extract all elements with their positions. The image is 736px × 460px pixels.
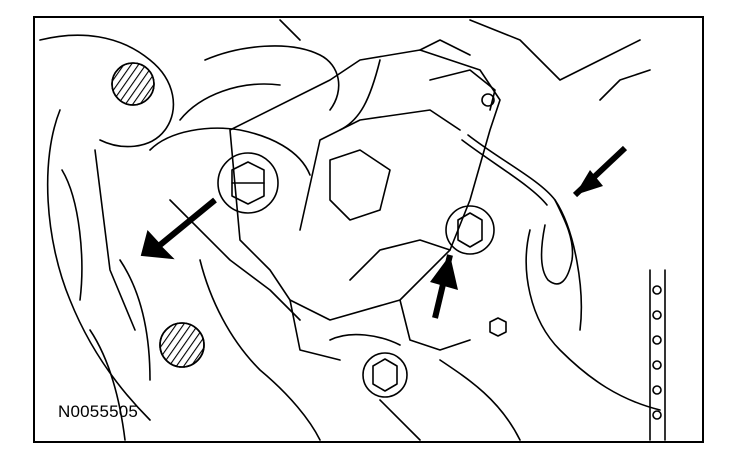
threaded-hole-lower xyxy=(159,322,205,368)
engine-casting xyxy=(39,19,661,441)
callout-arrow-left xyxy=(140,197,217,260)
bolt-lower xyxy=(329,333,408,398)
tensioner-body xyxy=(229,39,501,361)
callout-arrow-right xyxy=(572,145,628,198)
callout-arrow-center xyxy=(430,254,458,319)
bolt-left xyxy=(217,152,279,214)
threaded-hole-upper xyxy=(111,62,155,106)
nut-small xyxy=(489,317,507,337)
figure-code: N0055505 xyxy=(58,402,139,421)
bolt-center xyxy=(445,205,495,255)
timing-chain xyxy=(649,269,666,441)
retaining-pin xyxy=(461,93,574,285)
